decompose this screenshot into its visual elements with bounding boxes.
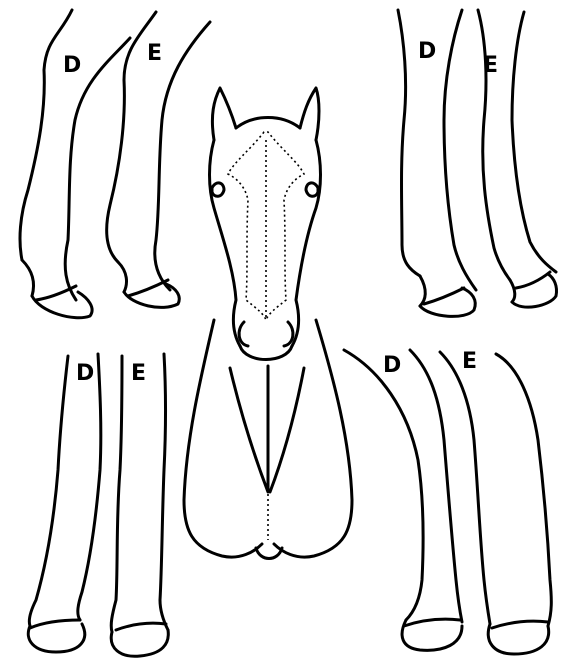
label-front-right-e: E — [483, 53, 498, 78]
hind-right-leg-pair — [344, 350, 551, 654]
right-cheek — [292, 140, 321, 346]
leg-d-outline — [398, 10, 476, 316]
hind-left-leg-pair — [28, 354, 168, 656]
left-cheek — [210, 140, 241, 346]
right-eye — [306, 183, 318, 196]
forehead — [236, 118, 300, 129]
label-front-left-e: E — [147, 41, 162, 66]
horse-chest — [184, 320, 352, 559]
chest-inner-right — [270, 368, 304, 492]
horse-head — [210, 88, 321, 360]
left-eye — [212, 183, 224, 196]
label-hind-left-d: D — [76, 361, 94, 386]
right-ear — [300, 88, 319, 140]
leg-d-outline — [344, 350, 462, 650]
label-hind-right-d: D — [383, 353, 401, 378]
leg-e-outline — [440, 352, 551, 654]
label-hind-left-e: E — [131, 361, 146, 386]
front-left-leg-pair — [20, 10, 210, 318]
label-front-left-d: D — [63, 53, 81, 78]
chest-bottom — [256, 548, 282, 559]
right-nostril — [284, 322, 293, 346]
chest-inner-left — [230, 368, 268, 492]
left-nostril — [239, 322, 248, 346]
leg-e-outline — [111, 354, 168, 656]
leg-d-outline — [28, 354, 101, 652]
label-hind-right-e: E — [462, 349, 477, 374]
label-front-right-d: D — [418, 39, 436, 64]
left-ear — [212, 88, 236, 140]
muzzle — [240, 346, 292, 360]
